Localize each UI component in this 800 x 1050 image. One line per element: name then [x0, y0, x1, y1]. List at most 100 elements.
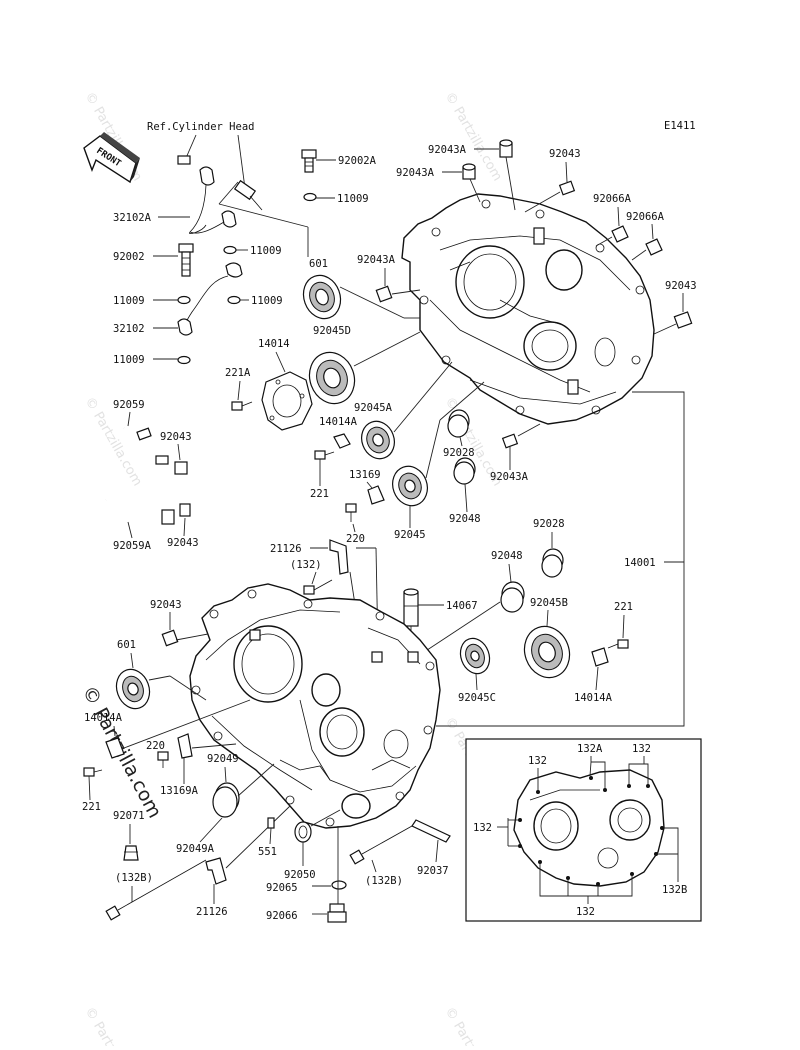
- crankcase-left-half: [189, 583, 441, 829]
- screw-220-lower: [157, 751, 169, 768]
- bolt-92002A: [301, 149, 317, 173]
- label-92066A-b: 92066A: [626, 211, 665, 223]
- oil-pipe-32102: [177, 262, 243, 336]
- label-92066: 92066: [266, 910, 298, 922]
- oil-seal-92028-lower: [541, 548, 564, 578]
- pipe-14067: [403, 588, 419, 627]
- dowel-92043-top: [558, 180, 576, 196]
- washer-11009-c: [177, 295, 191, 305]
- inset-label-132-c: 132: [632, 743, 651, 755]
- label-92049A: 92049A: [176, 843, 215, 855]
- bearing-92045A: [361, 420, 395, 460]
- bolt-92002: [178, 243, 194, 277]
- label-132B-a: (132B): [115, 872, 153, 884]
- oil-seal-92049: [212, 782, 240, 818]
- label-14067: 14067: [446, 600, 478, 612]
- label-13169: 13169: [349, 469, 381, 481]
- breather-hose-92059: [121, 426, 169, 465]
- label-92059A: 92059A: [113, 540, 152, 552]
- label-92045B: 92045B: [530, 597, 568, 609]
- dowel-92043-right: [673, 311, 693, 329]
- label-92043A-a: 92043A: [428, 144, 467, 156]
- label-92050: 92050: [284, 869, 316, 881]
- label-21126-b: 21126: [196, 906, 228, 918]
- dowel-92043A-c: [375, 285, 393, 303]
- bracket-21126-upper: [329, 539, 349, 575]
- plate-14014A-upper: [333, 433, 351, 449]
- dowel-92043A-b: [462, 163, 476, 180]
- bearing-92045B: [523, 625, 571, 679]
- crankcase-right-half: [401, 193, 655, 425]
- label-92043A-c: 92043A: [357, 254, 396, 266]
- bracket-13169: [367, 485, 385, 505]
- label-11009-b: 11009: [250, 245, 282, 257]
- label-132-a: (132): [290, 559, 322, 571]
- inset-label-132B: 132B: [662, 884, 687, 896]
- label-11009-e: 11009: [113, 354, 145, 366]
- label-221-c: 221: [82, 801, 101, 813]
- diagram-code: E1411: [664, 120, 696, 132]
- ref-cylinder-head: Ref.Cylinder Head: [147, 121, 254, 133]
- bearing-601-upper: [302, 274, 342, 320]
- label-92043A-b: 92043A: [396, 167, 435, 179]
- label-92049: 92049: [207, 753, 239, 765]
- label-92002: 92002: [113, 251, 145, 263]
- label-132B-b: (132B): [365, 875, 403, 887]
- label-92028-a: 92028: [443, 447, 475, 459]
- label-14001: 14001: [624, 557, 656, 569]
- dowel-92043A-d: [501, 433, 519, 449]
- clamp-92043-d: [179, 503, 191, 517]
- label-92066A-a: 92066A: [593, 193, 632, 205]
- cover-plate-14014: [261, 371, 313, 431]
- breather-hose-92059A: [103, 499, 175, 525]
- label-92037: 92037: [417, 865, 449, 877]
- inset-label-132-f: 132: [576, 906, 595, 918]
- plate-14014A-left: [105, 737, 125, 759]
- label-92045A: 92045A: [354, 402, 393, 414]
- label-601-b: 601: [117, 639, 136, 651]
- oil-seal-92066A-b: [645, 238, 663, 256]
- label-551: 551: [258, 846, 277, 858]
- label-92028-b: 92028: [533, 518, 565, 530]
- label-221-b: 221: [614, 601, 633, 613]
- collar-92048-lower: [500, 581, 525, 613]
- label-92071: 92071: [113, 810, 145, 822]
- clamp-92037: [411, 819, 451, 843]
- front-arrow-icon: FRONT: [83, 132, 140, 184]
- screw-220-upper: [345, 503, 357, 522]
- label-92043-d: 92043: [167, 537, 199, 549]
- pin-551: [267, 817, 275, 829]
- grommet-92071: [123, 845, 139, 861]
- label-32102A: 32102A: [113, 212, 152, 224]
- oil-seal-92050: [294, 821, 312, 843]
- label-14014A-c: 14014A: [84, 712, 123, 724]
- bearing-92045D: [308, 351, 356, 405]
- label-92043-c: 92043: [160, 431, 192, 443]
- label-11009-a: 11009: [337, 193, 369, 205]
- long-bolt-132B-left: [105, 859, 207, 921]
- watermark-7: © Partzilla.com: [442, 1005, 505, 1047]
- bearing-92045: [392, 465, 428, 507]
- bolt-position-inset: [465, 738, 702, 922]
- label-32102: 32102: [113, 323, 145, 335]
- screw-221A: [231, 401, 253, 411]
- bracket-21126-lower: [205, 857, 227, 885]
- inset-label-132-d: 132: [473, 822, 492, 834]
- dowel-92043A-top: [499, 139, 513, 158]
- screw-221-upper: [314, 450, 335, 460]
- dowel-92043-lower: [161, 629, 179, 647]
- label-220-a: 220: [346, 533, 365, 545]
- label-92043-b: 92043: [665, 280, 697, 292]
- plate-14014A-right: [591, 647, 609, 667]
- watermark-6: © Partzilla.com: [82, 1005, 145, 1047]
- oil-seal-92028-upper: [447, 409, 470, 438]
- label-14014A-a: 14014A: [319, 416, 358, 428]
- clamp-92043-c: [174, 461, 188, 475]
- label-92043-a: 92043: [549, 148, 581, 160]
- label-21126-a: 21126: [270, 543, 302, 555]
- label-13169A: 13169A: [160, 785, 199, 797]
- bearing-601-lower: [115, 668, 151, 710]
- label-221-a: 221: [310, 488, 329, 500]
